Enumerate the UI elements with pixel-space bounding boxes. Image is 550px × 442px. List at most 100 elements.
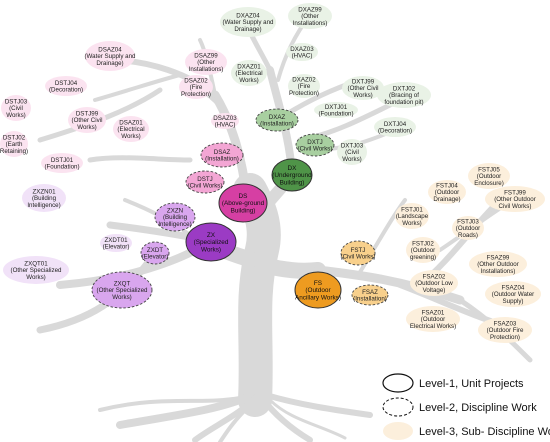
node-fstj04-label: Drainage) — [433, 196, 460, 203]
node-fstj99-label: (Other Outdoor — [494, 196, 536, 203]
node-zxqt01-label: (Other Specialized — [11, 267, 62, 274]
node-dsaz99-label: (Other — [197, 59, 215, 66]
node-dsaz02-shape — [179, 75, 213, 99]
node-fsaz99-label: (Other Outdoor — [477, 261, 519, 268]
node-dstj01-shape — [41, 153, 83, 173]
node-dsaz99-label: Installations) — [189, 66, 224, 73]
node-fsaz: FSAZ(Installation) — [351, 284, 389, 306]
node-fstj01-label: FSTJ01 — [401, 206, 423, 213]
node-zxzn01-label: Intelligence) — [27, 202, 60, 209]
node-fs-label: (Outdoor — [305, 287, 331, 294]
node-dstj04-label: DSTJ04 — [55, 80, 78, 87]
node-dsaz01-shape — [113, 116, 149, 142]
node-zxdt01-label: (Elevator) — [103, 244, 130, 251]
node-dsaz01-label: Works) — [121, 133, 140, 140]
tree-branch — [36, 256, 154, 334]
node-dsaz04-label: Drainage) — [96, 60, 123, 67]
node-dsaz03-label: (HVAC) — [215, 122, 236, 129]
node-dxaz03-label: DXAZ03 — [290, 46, 314, 53]
node-fsaz02-label: (Outdoor Low — [415, 280, 453, 287]
node-fs-label: FS — [314, 280, 322, 287]
node-fsaz03-label: (Outdoor Fire — [487, 327, 524, 334]
node-dsaz01-label: (Electrical — [117, 126, 144, 133]
node-dstj03-label: (Civil — [9, 105, 23, 112]
node-zx-label: ZX — [207, 232, 216, 239]
tree-root — [192, 392, 261, 442]
node-fstj-label: (Civil Works) — [341, 254, 376, 261]
node-dxaz02-shape — [288, 74, 320, 98]
node-dxtj03-label: DXTJ03 — [341, 142, 364, 149]
node-fsaz04-label: FSAZ04 — [502, 284, 525, 291]
node-fstj03-shape — [452, 216, 484, 240]
node-fsaz02-label: FSAZ02 — [423, 273, 446, 280]
node-fsaz01-label: FSAZ01 — [422, 309, 445, 316]
node-dstj02-shape — [0, 131, 28, 157]
node-zxdt-label: (Elevator) — [142, 254, 169, 261]
node-fsaz04-shape — [485, 281, 541, 307]
node-fsaz01-shape — [406, 306, 460, 332]
node-dxtj01-label: (Foundation) — [318, 111, 353, 118]
node-fstj99-label: Civil Works) — [499, 203, 532, 210]
tree-branch — [254, 257, 326, 279]
node-fstj03-label: Roads) — [458, 232, 478, 239]
node-fstj05-label: FSTJ05 — [478, 166, 500, 173]
legend-level2-label: Level-2, Discipline Work — [419, 402, 537, 414]
node-zxzn01-label: (Building — [32, 195, 57, 202]
node-fstj03-label: (Outdoor — [456, 225, 480, 232]
node-dxtj99-label: (Other Civil — [348, 85, 379, 92]
node-dxtj99-label: DXTJ99 — [352, 78, 375, 85]
node-dsaz99-shape — [185, 49, 227, 75]
node-fsaz03-label: FSAZ03 — [494, 320, 517, 327]
node-zxqt-label: Works) — [112, 294, 131, 301]
node-dxaz04-label: (Water Supply and — [222, 19, 274, 26]
node-fstj01-label: Works) — [402, 220, 421, 227]
node-zxqt01-shape — [3, 256, 69, 284]
node-dxtj99-shape — [342, 76, 384, 100]
node-fstj: FSTJ(Civil Works) — [341, 240, 376, 266]
node-dxtj01: DXTJ01(Foundation) — [314, 102, 358, 118]
node-dxtj-label: (Civil Works) — [298, 146, 333, 153]
node-fstj02-label: greening) — [410, 254, 436, 261]
node-fs-shape — [294, 271, 342, 309]
node-dstj02-label: (Earth — [6, 141, 23, 148]
node-dxtj02-label: foundation pit) — [384, 99, 423, 106]
node-dxaz03-label: (HVAC) — [292, 53, 313, 60]
node-dstj01-label: DSTJ01 — [51, 157, 74, 164]
node-zxdt01-label: ZXDT01 — [104, 237, 128, 244]
node-fsaz03-label: Protection) — [490, 334, 520, 341]
node-ds-label: DS — [239, 193, 248, 200]
node-dxtj04: DXTJ04(Decoration) — [374, 117, 416, 137]
node-zxdt01: ZXDT01(Elevator) — [100, 234, 132, 252]
node-dxtj04-label: (Decoration) — [378, 128, 412, 135]
node-fstj05-label: (Outdoor — [477, 173, 501, 180]
node-fsaz99-label: FSAZ99 — [487, 254, 510, 261]
node-fsaz-label: FSAZ — [362, 289, 378, 296]
node-zxzn-shape — [154, 202, 196, 232]
node-dx-label: (Underground — [272, 172, 312, 179]
node-fstj99-label: FSTJ99 — [504, 189, 526, 196]
node-dsaz-label: DSAZ — [214, 149, 231, 156]
node-dx-shape — [271, 158, 313, 192]
node-dxtj03-label: (Civil — [345, 149, 359, 156]
node-dxaz-shape — [255, 108, 299, 132]
node-fsaz01-label: (Outdoor — [421, 316, 445, 323]
node-dxaz99-label: (Other — [301, 13, 319, 20]
tree-root — [218, 403, 252, 442]
node-fstj04-shape — [428, 180, 466, 204]
node-fstj02-shape — [406, 237, 440, 263]
node-dxtj02-shape — [377, 82, 431, 108]
node-dstj99-label: (Other Civil — [72, 117, 103, 124]
node-dxaz99-shape — [288, 3, 332, 29]
node-dxtj03-shape — [337, 139, 367, 165]
